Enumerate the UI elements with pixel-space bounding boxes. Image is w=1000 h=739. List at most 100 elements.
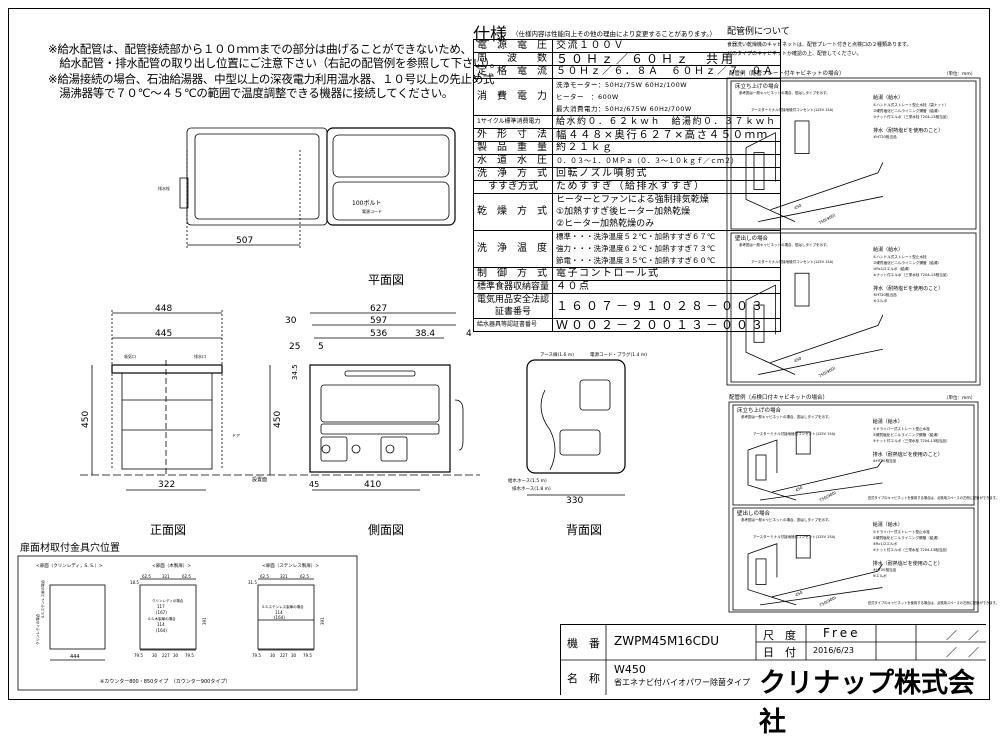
piping-section-heading: 配管例（配管プレート付キャビネットの場合）	[729, 69, 845, 77]
panel-dim: 30	[291, 653, 297, 658]
side-dim: 34.5	[291, 364, 299, 380]
panel-caption: <扉面（クリンレディ，S. S.）>	[36, 562, 103, 569]
plan-callout: 電源コード	[362, 208, 382, 214]
side-view: 627 597 536 38.4 30 25 5 4 34.5 450 45 4…	[269, 304, 472, 537]
side-dim: 450	[273, 411, 283, 428]
spec-row: 電源電圧交流１００Ｖ	[472, 39, 781, 53]
drawing-canvas: 507 排水栓 100ボルト 電源コード 平面図 448 445 450 322…	[17, 25, 999, 691]
panel-note: S.S.ステンレス製扉の場合	[262, 604, 304, 609]
piping-text: ⑤HT20相当品	[873, 292, 897, 297]
panel-dim: 79.5	[134, 653, 143, 658]
piping-title: 配管例について	[727, 25, 790, 37]
plan-view: 507 排水栓 100ボルト 電源コード 平面図	[158, 127, 456, 287]
side-dim: 627	[370, 304, 387, 314]
piping-text: アースターミナル付接地極付コンセント(125V 15A)	[753, 431, 836, 436]
piping-text: ⑥エルボ	[873, 298, 887, 303]
panel-dim: 30	[152, 653, 158, 658]
product-name-line1: W450	[614, 663, 646, 676]
piping-text: 給湯（給水）	[873, 94, 903, 101]
piping-text: ②硬質塩化ビニルライニング鋼管（給湯）	[873, 260, 941, 265]
spec-row: 1サイクル標準消費電力給水約０．６２ｋｗｈ 給湯約０．３７ｋｗｈ	[472, 115, 781, 129]
piping-text: 参考図は一般キャビネットの場合、図はしタイプを示す。	[739, 242, 830, 247]
back-dim: 330	[566, 496, 583, 506]
spec-label: 電気用品安全法認証書番号	[472, 293, 554, 319]
panel-dim: 79.5	[252, 653, 261, 658]
spec-value: ５０Ｈｚ／６０Ｈｚ 共用	[552, 52, 781, 66]
back-view-label: 背面図	[566, 523, 602, 537]
panel-dim: 62.5	[142, 574, 151, 579]
spec-value: １６０７－９１０２８－００３	[552, 293, 781, 319]
panel-note: 114	[275, 610, 283, 615]
panel-dim: 18.5	[130, 580, 139, 585]
piping-text: ①ドライバー式ストレート型止水栓	[873, 529, 930, 534]
piping-text: ⑤HT20相当品	[873, 567, 897, 572]
front-dim: 445	[155, 329, 172, 339]
piping-text: ④ナット付エルボ（三栄水栓 T204-13相当品）	[873, 272, 950, 277]
front-callout: 吸気口	[124, 353, 136, 359]
side-dim: 38.4	[415, 329, 435, 339]
note-line: ※給湯接続の場合、石油給湯器、中型以上の深夜電力利用温水器、１０号以上の先止め式	[48, 72, 495, 86]
side-dim: 30	[285, 316, 297, 326]
piping-case: 床立ち上げの場合参考図は一般キャビネットの場合、図はしタイプを示す。アースターミ…	[732, 404, 999, 506]
side-view-label: 側面図	[368, 523, 404, 537]
back-callout: 電源コード・プラグ(1.4 m)	[590, 351, 647, 358]
piping-case: 床立ち上げの場合参考図は一般キャビネットの場合、図はしタイプを示す。アースターミ…	[730, 80, 977, 230]
spec-row: 制御方式電子コントロール式	[472, 267, 781, 281]
name-label: 名 称	[567, 672, 600, 685]
title-block-grid	[561, 625, 986, 695]
piping-case: 壁出しの場合参考図は一般キャビネットの場合、図はしタイプを示す。アースターミナル…	[730, 232, 977, 383]
note-line: ※給水配管は、配管接続部から１００ｍｍまでの部分は曲げることができないため、	[48, 42, 472, 56]
note-line: 湯沸器等で７０℃～４５℃の範囲で温度調整できる機器に接続してください。	[48, 86, 454, 100]
panel-dim: 79.5	[185, 653, 194, 658]
piping-section-heading: 配管例（点検口付キャビネットの場合）	[729, 393, 828, 401]
piping-text: ②硬質塩化ビニルライニング鋼管（給湯）	[873, 108, 941, 113]
door-panel-section: 扉面材取付金具穴位置 <扉面（クリンレディ，S. S.）> <扉面（木製扉）> …	[17, 541, 358, 691]
plan-callout: 100ボルト	[352, 199, 381, 207]
front-dim: 322	[158, 480, 175, 490]
front-view-label: 正面図	[150, 523, 186, 537]
panel-note: (164)	[274, 615, 285, 620]
note-line: 給水配管・排水配管の取り出し位置にご注意下さい（右記の配管例を参照して下さい）。	[48, 56, 501, 70]
panel-dim: 227	[280, 653, 288, 658]
door-panel-title: 扉面材取付金具穴位置	[20, 541, 120, 554]
model-label: 機 番	[567, 637, 600, 650]
scale-label: 尺 度	[763, 629, 796, 642]
panel-dim: 391	[320, 617, 325, 625]
door-panel-footer: ※カウンター800・850タイプ （カウンター900タイプ）	[100, 678, 230, 685]
plan-callout: 排水栓	[158, 185, 170, 191]
panel-note: (164)	[156, 628, 167, 633]
panel-note: 117	[157, 604, 165, 609]
plan-view-label: 平面図	[368, 273, 404, 287]
panel-caption: <扉面（ステンレス製扉）>	[262, 562, 319, 569]
piping-text: 参考図は一般キャビネットの場合、図はしタイプを示す。	[741, 414, 832, 419]
piping-text: アースターミナル付接地極付コンセント(125V 15A)	[751, 259, 834, 264]
panel-dim: S.S.ステンレス扉の場合	[40, 579, 45, 618]
piping-desc: 食器洗い乾燥機のキャビネットは、配管プレート付きと点検口の２種類あります。	[727, 41, 912, 48]
piping-text: 給湯（給水）	[873, 246, 903, 253]
piping-text: 旧式タイプのキャビネットを使用する場合は、点検用スペースの左側に配管ができます。	[868, 495, 999, 500]
piping-text: 給湯（給水）	[873, 521, 903, 528]
piping-text: 参考図は一般キャビネットの場合、図はしタイプを示す。	[741, 517, 832, 522]
piping-text: 排水（耐熱塩ビを使用のこと）	[873, 285, 943, 292]
piping-case: 壁出しの場合参考図は一般キャビネットの場合、図はしタイプを示す。アースターミナル…	[732, 507, 999, 611]
piping-text: ③ナット付エルボ（三栄水栓 T204-13相当品）	[873, 114, 950, 119]
piping-dim: 450	[794, 485, 803, 493]
panel-note: (167)	[156, 610, 167, 615]
piping-text: ⑥エルボ	[873, 573, 887, 578]
side-dim: 45	[309, 480, 319, 489]
drawing-frame	[8, 8, 990, 700]
piping-text: 排水（耐熱塩ビを使用のこと）	[873, 560, 943, 567]
piping-text: 壁出しの場合	[735, 234, 769, 242]
product-name-line2: 省エネナビ付バイオパワー除菌タイプ	[614, 678, 750, 687]
spec-label: 給水器具等認証書番号	[472, 318, 554, 332]
piping-text: ②硬質塩化ビニルライニング鋼管（給湯）	[873, 432, 941, 437]
panel-note: S.S.木製扉の場合	[148, 616, 176, 621]
front-callout: 排水口	[194, 353, 206, 359]
panel-dim: 62.5	[260, 574, 269, 579]
